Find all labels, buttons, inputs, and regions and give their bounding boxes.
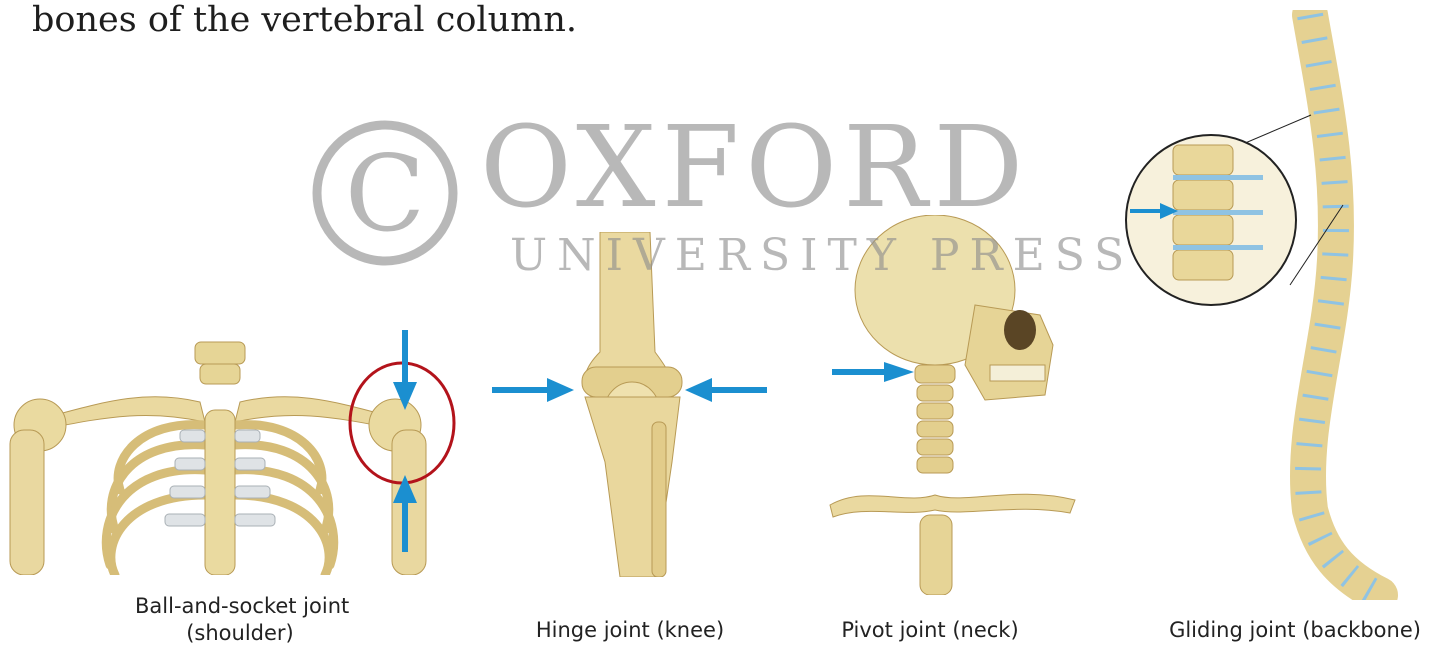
caption-neck: Pivot joint (neck) xyxy=(835,617,1025,644)
cervical-vertebrae xyxy=(915,365,955,473)
svg-text:C: C xyxy=(345,133,425,255)
caption-type: Pivot joint xyxy=(841,618,945,642)
neck-illustration xyxy=(825,215,1090,595)
neck-arrow xyxy=(832,362,917,382)
neck-figure xyxy=(825,215,1090,595)
shoulder-arrows xyxy=(385,330,425,560)
caption-type: Ball-and-socket joint xyxy=(135,594,349,618)
caption-knee: Hinge joint (knee) xyxy=(535,617,725,644)
intro-text: bones of the vertebral column. xyxy=(32,0,577,40)
spine-figure xyxy=(1125,10,1425,600)
copyright-icon: C xyxy=(310,118,460,268)
caption-part: (shoulder) xyxy=(186,621,294,645)
caption-part: (knee) xyxy=(656,618,724,642)
caption-type: Gliding joint xyxy=(1169,618,1295,642)
knee-arrows xyxy=(492,375,767,405)
caption-part: (backbone) xyxy=(1302,618,1421,642)
spine-arrow xyxy=(1130,203,1180,219)
spine-illustration xyxy=(1125,10,1425,600)
caption-shoulder: Ball-and-socket joint (shoulder) xyxy=(135,593,345,647)
watermark-word: OXFORD xyxy=(480,103,1029,233)
caption-backbone: Gliding joint (backbone) xyxy=(1165,617,1425,644)
caption-part: (neck) xyxy=(952,618,1018,642)
caption-type: Hinge joint xyxy=(536,618,650,642)
intro-line: bones of the vertebral column. xyxy=(32,0,577,40)
